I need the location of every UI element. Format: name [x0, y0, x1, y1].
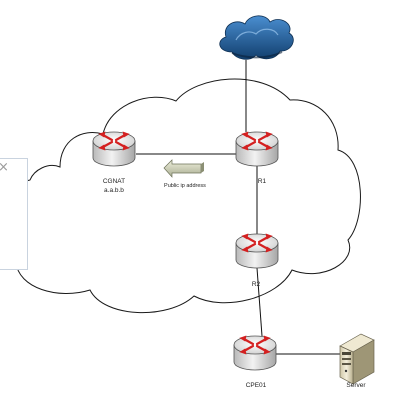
- r2-label: R2: [252, 281, 261, 288]
- router-r2-icon: [234, 232, 280, 270]
- cpe01-label: CPE01: [246, 382, 267, 389]
- side-panel: ×: [0, 158, 28, 270]
- public-ip-label: Public ip address: [164, 183, 206, 189]
- server-label: Server: [346, 382, 366, 389]
- server-icon: [339, 333, 375, 385]
- cgnat-label: CGNAT: [103, 178, 125, 185]
- internet-cloud-icon: [219, 15, 294, 60]
- r1-label: R1: [258, 178, 267, 185]
- router-cpe01-icon: [232, 334, 278, 372]
- close-icon[interactable]: ×: [0, 160, 9, 175]
- router-cgnat-icon: [91, 130, 137, 168]
- router-r1-icon: [234, 130, 280, 168]
- cgnat-address-label: a.a.b.b: [104, 187, 124, 194]
- network-cloud-boundary: [2, 78, 361, 313]
- arrow-left-icon: [163, 159, 204, 178]
- link-r2-cpe01: [256, 267, 263, 337]
